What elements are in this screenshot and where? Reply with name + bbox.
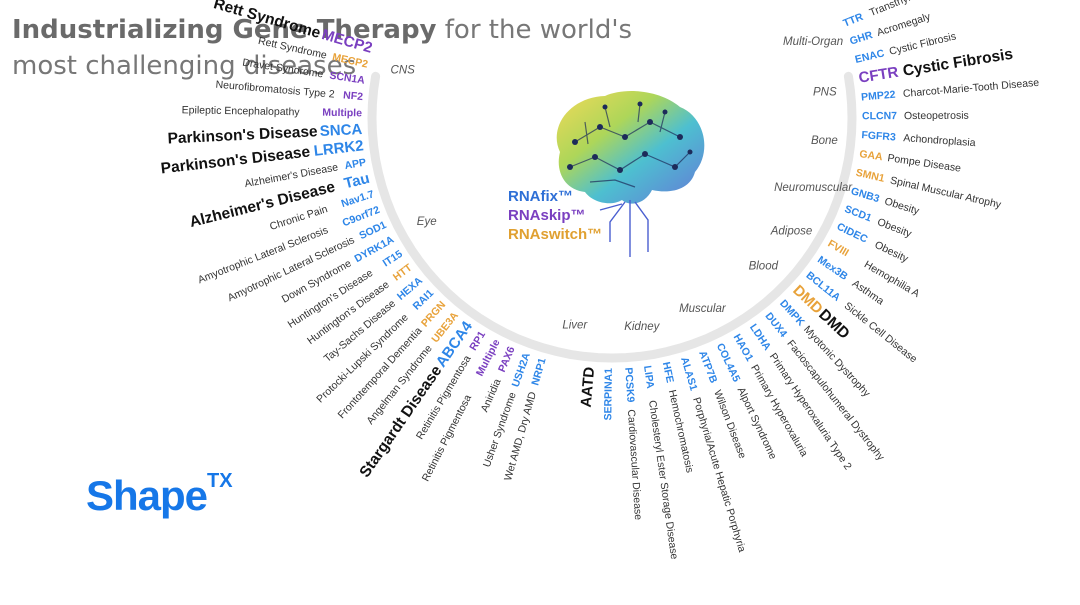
category-label: Bone bbox=[811, 135, 838, 147]
gene-label: GAA bbox=[859, 148, 884, 163]
title-rest: for the world's bbox=[436, 15, 633, 45]
gene-label: HFE bbox=[660, 361, 676, 384]
category-label: Blood bbox=[749, 260, 779, 272]
gene-row: FGFR3 Achondroplasia bbox=[861, 129, 976, 149]
disease-label: Cystic Fibrosis bbox=[888, 30, 957, 57]
disease-label: Asthma bbox=[850, 278, 886, 308]
gene-row: SERPINA1 bbox=[602, 368, 615, 421]
platform-rnaskip: RNAskip™ bbox=[508, 207, 586, 224]
gene-label: MECP2 bbox=[320, 26, 374, 57]
gene-label: NRP1 bbox=[529, 356, 548, 386]
gene-label: GNB3 bbox=[849, 185, 881, 205]
platform-rnafix: RNAfix™ bbox=[508, 188, 574, 205]
disease-label: Acromegaly bbox=[875, 10, 932, 39]
disease-label: Epileptic Encephalopathy bbox=[182, 104, 301, 118]
gene-label: PMP22 bbox=[861, 89, 896, 104]
disease-label: Obesity bbox=[876, 216, 914, 240]
disease-label: Neurofibromatosis Type 2 bbox=[215, 79, 335, 101]
disease-label: Osteopetrosis bbox=[904, 110, 969, 122]
shapetx-logo: ShapeTX bbox=[86, 470, 233, 520]
gene-label: LIPA bbox=[641, 365, 656, 390]
platform-rnaswitch: RNAswitch™ bbox=[508, 226, 603, 243]
gene-label: Tau bbox=[342, 170, 371, 193]
gene-row: Multiple Epileptic Encephalopathy bbox=[182, 104, 363, 119]
disease-label: Cardiovascular Disease bbox=[625, 409, 644, 521]
category-label: Muscular bbox=[679, 303, 727, 315]
gene-label: PCSK9 bbox=[622, 367, 636, 403]
disease-label: Retinitis Pigmentosa bbox=[420, 393, 474, 484]
gene-label: SCN1A bbox=[329, 70, 366, 87]
disease-label: Aniridia bbox=[479, 377, 504, 414]
category-label: CNS bbox=[391, 65, 416, 77]
disease-label: Pompe Disease bbox=[887, 152, 962, 175]
gene-label: SERPINA1 bbox=[602, 368, 615, 421]
gene-label: SNCA bbox=[319, 121, 362, 140]
disease-label: Transthyretin Amyloidosis (familial) bbox=[868, 0, 1023, 19]
gene-label: HAO1 bbox=[731, 332, 756, 363]
category-label: Liver bbox=[562, 320, 588, 332]
logo-suffix: TX bbox=[207, 470, 233, 492]
category-label: Neuromuscular bbox=[774, 182, 853, 194]
gene-row: AATD bbox=[578, 366, 598, 408]
category-label: PNS bbox=[813, 87, 837, 99]
disease-label: Sickle Cell Disease bbox=[842, 300, 920, 366]
wheel-arc bbox=[367, 71, 857, 363]
gene-label: ENAC bbox=[854, 47, 886, 66]
gene-label: CLCN7 bbox=[862, 110, 897, 122]
gene-label: TTR bbox=[841, 11, 865, 30]
gene-label: APP bbox=[344, 156, 367, 172]
disease-label: Parkinson's Disease bbox=[167, 123, 318, 147]
gene-label: FGFR3 bbox=[861, 129, 896, 143]
title-line2: most challenging diseases bbox=[12, 51, 357, 81]
gene-label: SMN1 bbox=[855, 167, 886, 185]
gene-row: TTRTransthyretin Amyloidosis (familial) bbox=[841, 0, 1022, 30]
disease-label: Dravet Syndrome bbox=[242, 57, 325, 81]
logo-name: Shape bbox=[86, 472, 208, 519]
category-label: Kidney bbox=[624, 321, 660, 333]
gene-row: CLCN7 Osteopetrosis bbox=[862, 110, 969, 123]
disease-label: Obesity bbox=[883, 195, 921, 217]
gene-label: AATD bbox=[578, 366, 598, 408]
disease-label: Obesity bbox=[873, 239, 911, 266]
gene-label: CFTR bbox=[857, 64, 899, 87]
brain-circuit-icon bbox=[556, 91, 705, 257]
disease-label: Porphyria/Acute Hepatic Porphyria bbox=[690, 396, 748, 554]
page-title: Industrializing Gene Therapy for the wor… bbox=[12, 12, 712, 84]
title-bold: Industrializing Gene Therapy bbox=[12, 15, 437, 45]
gene-label: ATP7B bbox=[696, 349, 719, 385]
gene-label: SCD1 bbox=[843, 203, 874, 224]
disease-label: Achondroplasia bbox=[903, 132, 976, 149]
gene-label: NF2 bbox=[343, 89, 364, 103]
category-label: Multi-Organ bbox=[783, 36, 843, 48]
disease-label: Charcot-Marie-Tooth Disease bbox=[902, 77, 1039, 100]
gene-label: GHR bbox=[848, 29, 874, 48]
gene-label: Multiple bbox=[322, 107, 362, 120]
gene-label: ALAS1 bbox=[678, 356, 699, 393]
category-label: Adipose bbox=[770, 226, 813, 238]
category-label: Eye bbox=[417, 216, 437, 228]
gene-label: FVIII bbox=[826, 238, 851, 260]
gene-label: LRRK2 bbox=[313, 137, 365, 160]
